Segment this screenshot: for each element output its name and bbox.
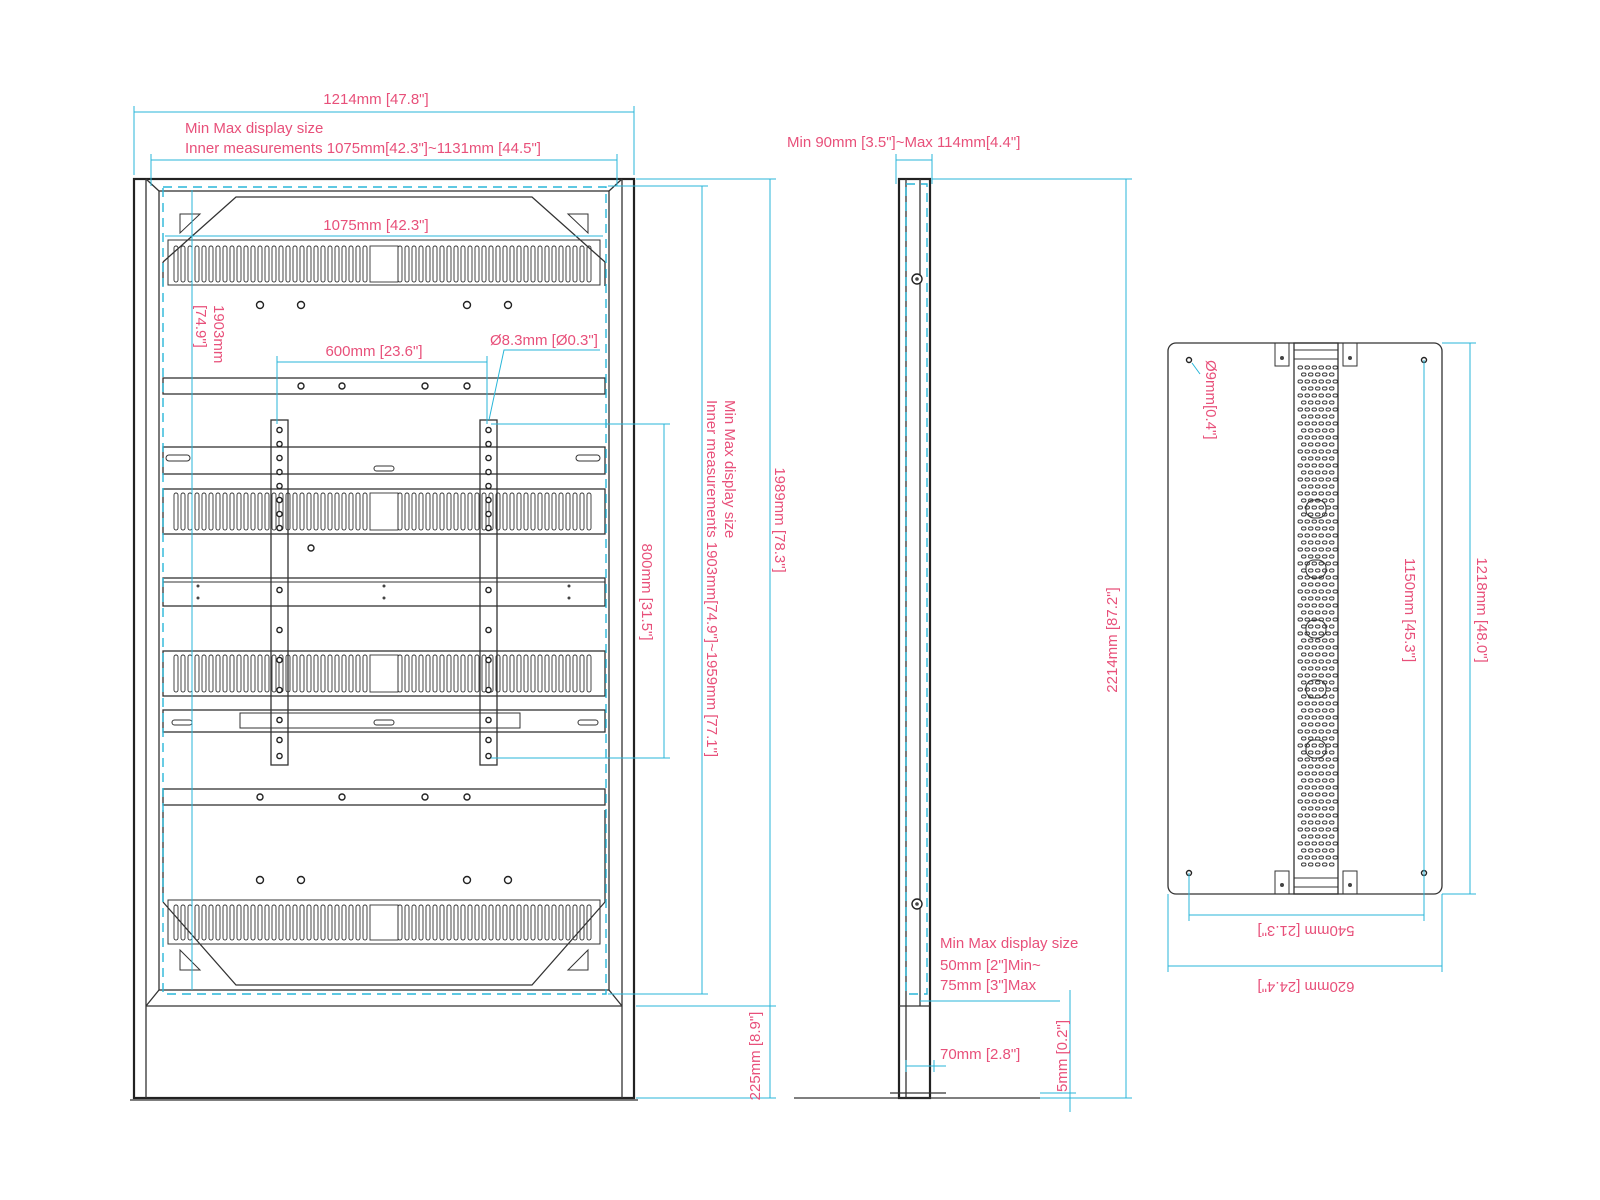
vesa-width-label: 600mm [23.6"] bbox=[325, 343, 422, 360]
top-dimension-lines bbox=[1167, 342, 1476, 972]
side-overall-height-label: 2214mm [87.2"] bbox=[1104, 587, 1121, 692]
side-display-depth-min-label: 50mm [2"]Min~ bbox=[940, 957, 1041, 974]
front-frame-height-label: 1989mm [78.3"] bbox=[771, 467, 788, 572]
front-display-size-title: Min Max display size bbox=[185, 120, 323, 137]
vent-slots-middle-upper bbox=[173, 492, 592, 531]
side-base-plate-label: 5mm [0.2"] bbox=[1054, 1020, 1071, 1092]
vesa-height-label: 800mm [31.5"] bbox=[638, 543, 655, 640]
side-depth-range-label: Min 90mm [3.5"]~Max 114mm[4.4"] bbox=[787, 134, 1020, 151]
side-dimension-lines bbox=[895, 154, 1132, 1112]
top-hole-spacing-width-label: 540mm [21.3"] bbox=[1257, 922, 1354, 939]
vent-slots-middle-lower bbox=[173, 654, 592, 693]
front-frame bbox=[130, 177, 638, 1101]
front-rails bbox=[162, 377, 606, 806]
vent-slots-bottom bbox=[173, 904, 592, 941]
front-inner-height-in-label: [74.9"] bbox=[192, 305, 209, 348]
side-display-depth-max-label: 75mm [3"]Max bbox=[940, 977, 1037, 994]
front-inner-width-range-label: Inner measurements 1075mm[42.3"]~1131mm … bbox=[185, 140, 541, 157]
top-hole-diameter-label: Ø9mm[0.4"] bbox=[1202, 360, 1219, 440]
display-outline-dashed bbox=[162, 186, 607, 995]
front-dimension-lines bbox=[133, 106, 776, 1099]
front-overall-width-label: 1214mm [47.8"] bbox=[323, 91, 428, 108]
front-base-height-label: 225mm [8.9"] bbox=[747, 1012, 764, 1101]
top-overall-length-label: 1218mm [48.0"] bbox=[1473, 557, 1490, 662]
front-view: 1214mm [47.8"] Min Max display size Inne… bbox=[130, 91, 788, 1101]
base-hole-top-left bbox=[1185, 356, 1193, 364]
front-top-panel bbox=[162, 196, 606, 310]
front-bottom-panel bbox=[162, 810, 606, 986]
center-beam bbox=[1274, 342, 1358, 895]
front-inner-height-mm-label: 1903mm bbox=[210, 305, 227, 363]
side-foot-width-label: 70mm [2.8"] bbox=[940, 1046, 1020, 1063]
front-hole-diameter-label: Ø8.3mm [Ø0.3"] bbox=[490, 332, 598, 349]
vent-slots-top bbox=[173, 245, 592, 283]
side-display-depth-title: Min Max display size bbox=[940, 935, 1078, 952]
front-inner-height-range-label: Inner measurements 1903mm[74.9"]~1959mm … bbox=[703, 400, 720, 757]
top-hole-spacing-length-label: 1150mm [45.3"] bbox=[1401, 558, 1418, 662]
side-frame bbox=[794, 177, 1040, 1100]
front-inner-width-label: 1075mm [42.3"] bbox=[323, 217, 428, 234]
top-view: Ø9mm[0.4"] 1150mm [45.3"] 1218mm [48.0"]… bbox=[1167, 342, 1490, 995]
side-view: Min 90mm [3.5"]~Max 114mm[4.4"] 2214mm [… bbox=[787, 134, 1132, 1112]
perforation-pattern bbox=[1297, 365, 1338, 867]
vesa-bracket-right bbox=[479, 419, 498, 766]
top-overall-width-label: 620mm [24.4"] bbox=[1257, 978, 1354, 995]
vesa-bracket-left bbox=[270, 419, 289, 766]
front-display-size-title-vertical: Min Max display size bbox=[721, 400, 738, 538]
